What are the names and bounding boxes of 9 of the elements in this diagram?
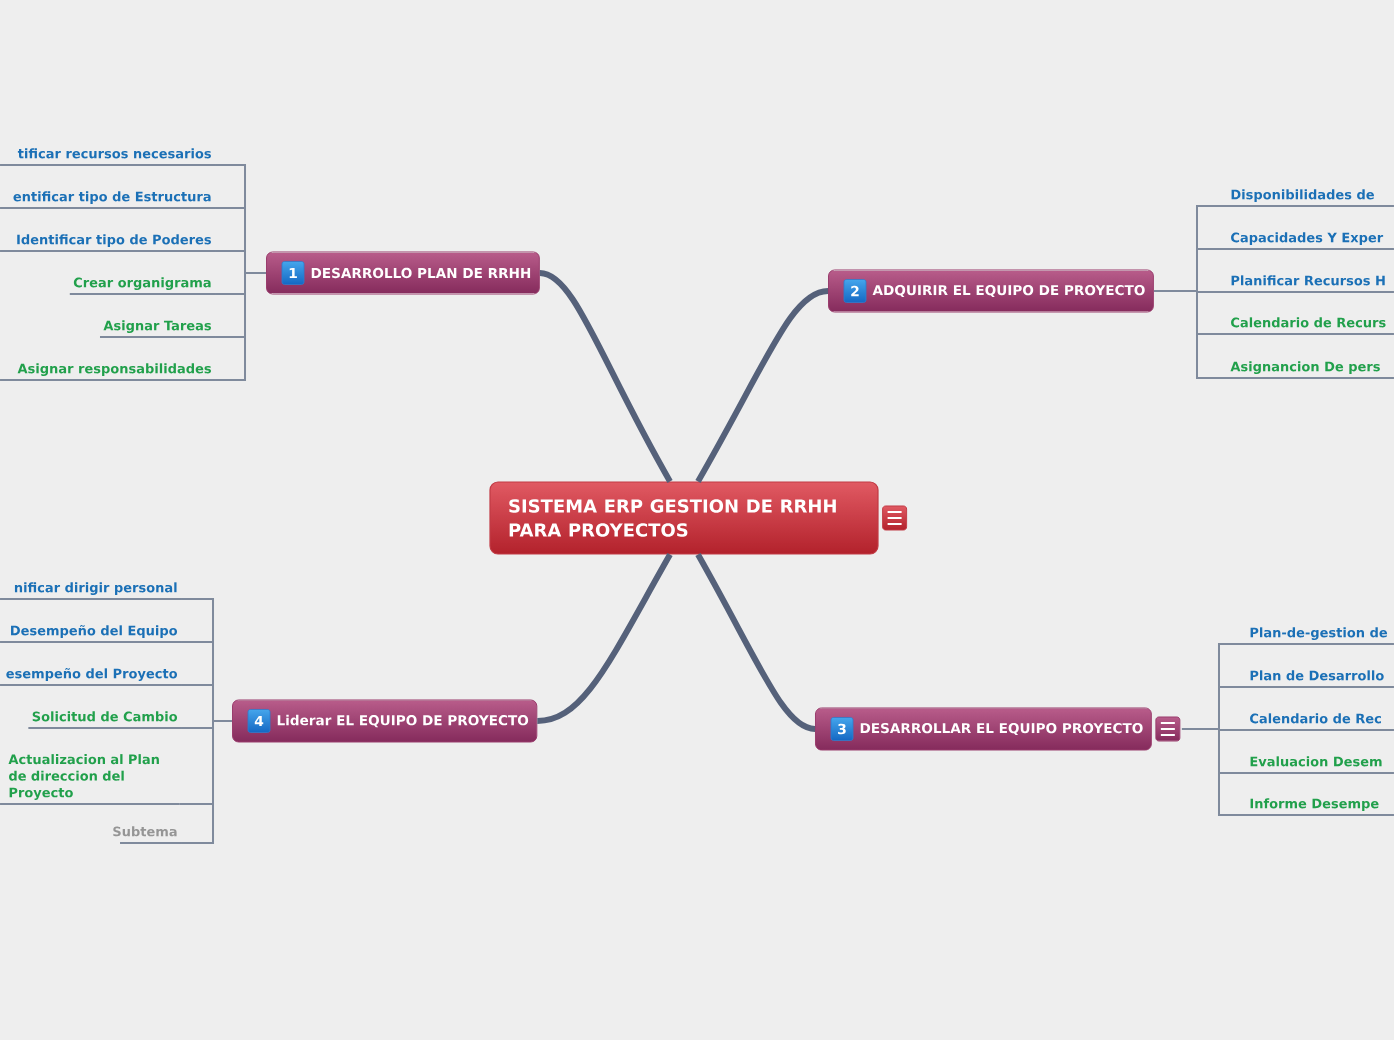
connector-line <box>539 270 673 483</box>
connector-line <box>537 553 673 724</box>
connector-line <box>1180 643 1247 816</box>
central-topic-box: SISTEMA ERP GESTION DE RRHH PARA PROYECTOS <box>489 481 879 555</box>
connector-line <box>1152 205 1228 379</box>
connector-line <box>695 288 829 483</box>
connector-line <box>178 598 233 844</box>
connector-line <box>695 553 816 732</box>
connector-line <box>214 164 267 381</box>
